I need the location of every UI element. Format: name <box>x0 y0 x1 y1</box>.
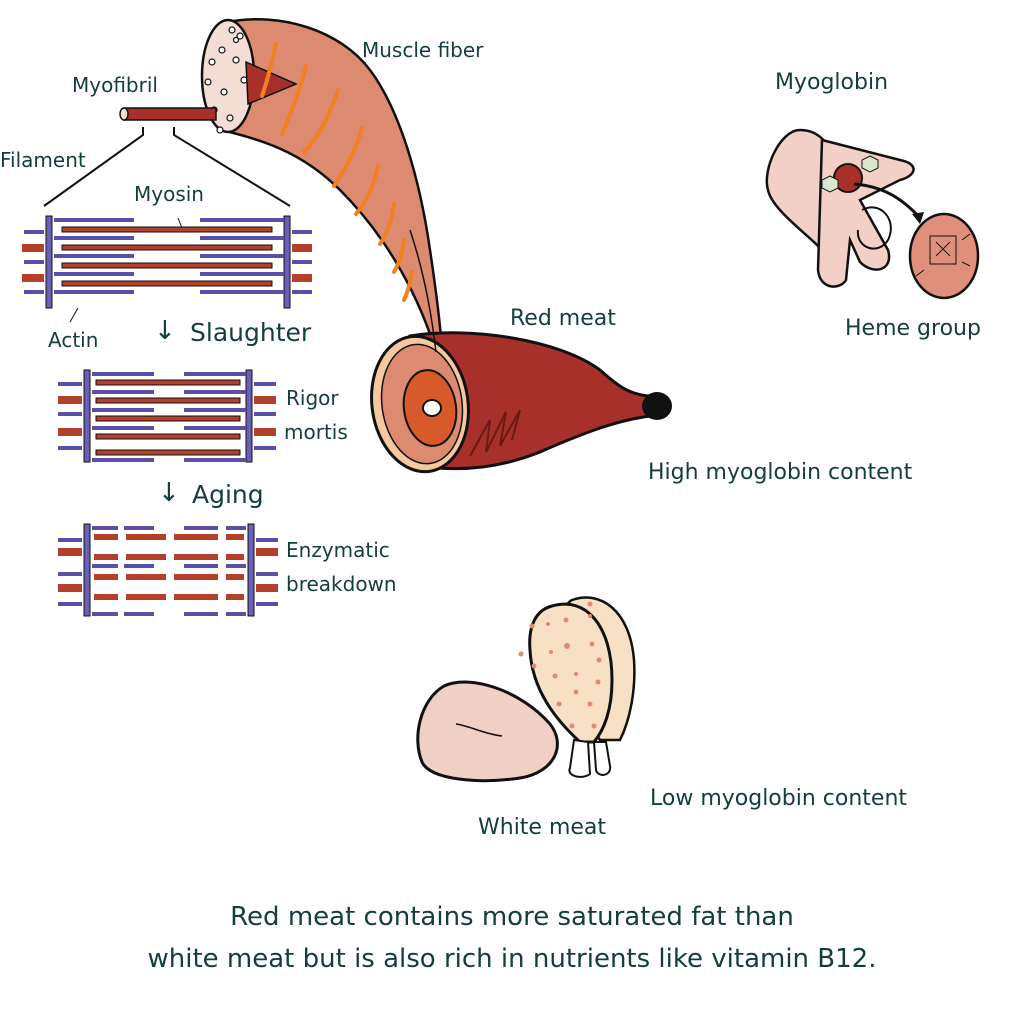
label-myoglobin: Myoglobin <box>775 70 889 95</box>
label-aging: Aging <box>192 480 264 509</box>
heme-group-drawing <box>908 212 980 300</box>
label-red-meat: Red meat <box>510 306 616 331</box>
label-low-myoglobin: Low myoglobin content <box>650 786 908 811</box>
label-white-meat: White meat <box>478 815 607 840</box>
label-myosin: Myosin <box>134 182 204 206</box>
label-muscle-fiber: Muscle fiber <box>362 38 484 62</box>
label-actin: Actin <box>48 328 99 352</box>
sarcomere-relaxed <box>22 215 312 323</box>
bone-hole <box>422 399 442 417</box>
label-high-myoglobin: High myoglobin content <box>648 460 913 485</box>
label-mortis: mortis <box>284 420 348 444</box>
caption-line-2: white meat but is also rich in nutrients… <box>147 944 877 974</box>
down-arrow-icon: ↓ <box>154 316 176 346</box>
label-breakdown: breakdown <box>286 572 397 596</box>
label-filament: Filament <box>0 148 86 172</box>
myofibril-drawing <box>43 107 291 207</box>
myoglobin-drawing <box>765 128 980 300</box>
down-arrow-icon: ↓ <box>158 478 180 508</box>
caption-line-1: Red meat contains more saturated fat tha… <box>230 902 794 932</box>
drumstick-drawing <box>518 596 636 778</box>
label-heme-group: Heme group <box>845 316 981 341</box>
label-rigor: Rigor <box>286 386 339 410</box>
bone-end <box>642 392 672 420</box>
label-enzymatic: Enzymatic <box>286 538 390 562</box>
caption: Red meat contains more saturated fat tha… <box>0 896 1024 980</box>
sarcomere-rigor <box>58 369 276 463</box>
muscle-fiber-drawing <box>200 18 444 354</box>
red-meat-drawing <box>370 229 672 474</box>
sarcomere-broken <box>58 523 278 617</box>
label-slaughter: Slaughter <box>190 318 312 347</box>
label-myofibril: Myofibril <box>72 73 158 97</box>
chicken-breast-drawing <box>416 680 559 783</box>
